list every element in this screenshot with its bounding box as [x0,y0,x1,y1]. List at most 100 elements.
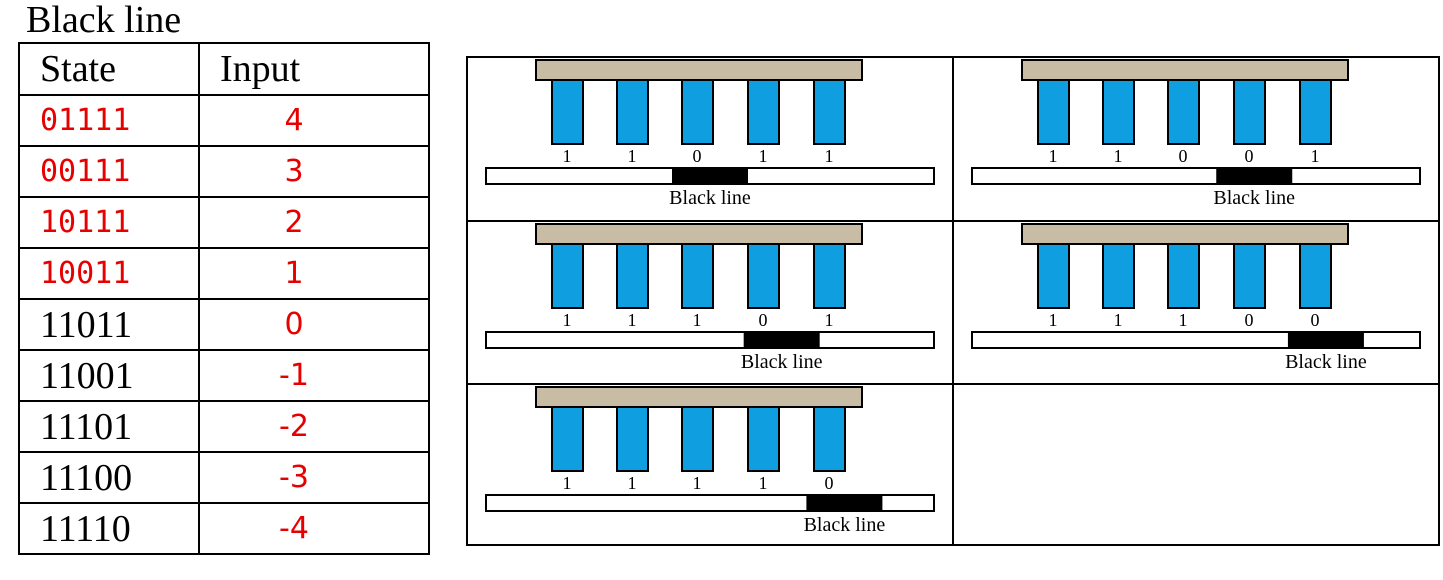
sensor-bit-label: 1 [1179,310,1188,330]
sensor-mount-bar [535,59,863,81]
sensor-5 [813,406,846,472]
sensor-3 [681,242,714,309]
sensor-bit-label: 1 [825,146,834,166]
sensor-1 [551,406,584,472]
black-line-label: Black line [1285,351,1367,373]
state-cell: 11001 [18,349,200,402]
table-row: 11110-4 [18,502,430,555]
input-cell: -2 [198,400,430,453]
input-cell: 3 [198,145,430,198]
sensor-2 [616,406,649,472]
black-line [1216,168,1293,184]
sensor-bit-label: 1 [1311,146,1320,166]
page-title: Black line [26,0,182,41]
sensor-3 [681,79,714,145]
state-cell: 10111 [18,196,200,249]
sensor-bit-label: 1 [563,473,572,493]
sensor-2 [1102,79,1135,145]
black-line [806,495,883,511]
sensor-1 [1037,79,1070,145]
sensor-bit-label: 1 [1114,146,1123,166]
sensor-mount-bar [1021,222,1349,245]
input-cell: 2 [198,196,430,249]
sensor-3 [681,406,714,472]
black-line [743,331,820,348]
input-cell: -4 [198,502,430,555]
sensor-bit-label: 0 [1179,146,1188,166]
sensor-bit-label: 0 [1245,146,1254,166]
state-cell: 11101 [18,400,200,453]
sensor-bit-label: 0 [1311,310,1320,330]
black-line-label: Black line [741,351,823,373]
sensor-5 [813,242,846,309]
sensor-5 [813,79,846,145]
sensor-2 [1102,242,1135,309]
input-cell: 0 [198,298,430,351]
sensor-bit-label: 1 [759,473,768,493]
sensor-3 [1167,79,1200,145]
sensor-bit-label: 1 [1114,310,1123,330]
sensor-mount-bar [1021,59,1349,81]
input-cell: 1 [198,247,430,300]
grid-divider-vertical [952,58,954,544]
sensor-bit-label: 1 [628,473,637,493]
sensor-2 [616,242,649,309]
track [485,330,935,349]
grid-divider-horizontal-2 [468,383,1438,385]
black-line-label: Black line [1213,187,1295,209]
sensor-bit-label: 1 [628,146,637,166]
sensor-4 [747,406,780,472]
sensor-5 [1299,79,1332,145]
sensor-bit-label: 1 [693,473,702,493]
state-cell: 11011 [18,298,200,351]
table-row: 11100-3 [18,451,430,504]
grid-divider-horizontal-1 [468,220,1438,222]
track [971,167,1421,185]
state-cell: 10011 [18,247,200,300]
state-cell: 01111 [18,94,200,147]
sensor-5 [1299,242,1332,309]
input-cell: 4 [198,94,430,147]
sensor-2 [616,79,649,145]
sensor-3 [1167,242,1200,309]
table-row: 11101-2 [18,400,430,453]
sensor-mount-bar [535,222,863,245]
black-line [1287,331,1364,348]
state-cell: 11110 [18,502,200,555]
sensor-mount-bar [535,386,863,408]
sensor-bit-label: 1 [759,146,768,166]
table-header-row: State Input [18,42,430,96]
sensor-bit-label: 1 [693,310,702,330]
state-cell: 11100 [18,451,200,504]
state-cell: 00111 [18,145,200,198]
state-column-header: State [18,42,200,96]
sensor-bit-label: 1 [563,310,572,330]
sensor-bit-label: 0 [759,310,768,330]
input-cell: -1 [198,349,430,402]
black-line-label: Black line [804,514,886,536]
sensor-bit-label: 0 [693,146,702,166]
sensor-bit-label: 1 [1049,310,1058,330]
table-row: 11001-1 [18,349,430,402]
sensor-bit-label: 0 [1245,310,1254,330]
sensor-1 [1037,242,1070,309]
black-line [672,168,748,184]
sensor-bit-label: 1 [563,146,572,166]
sensor-bit-label: 1 [1049,146,1058,166]
sensor-4 [1233,242,1266,309]
